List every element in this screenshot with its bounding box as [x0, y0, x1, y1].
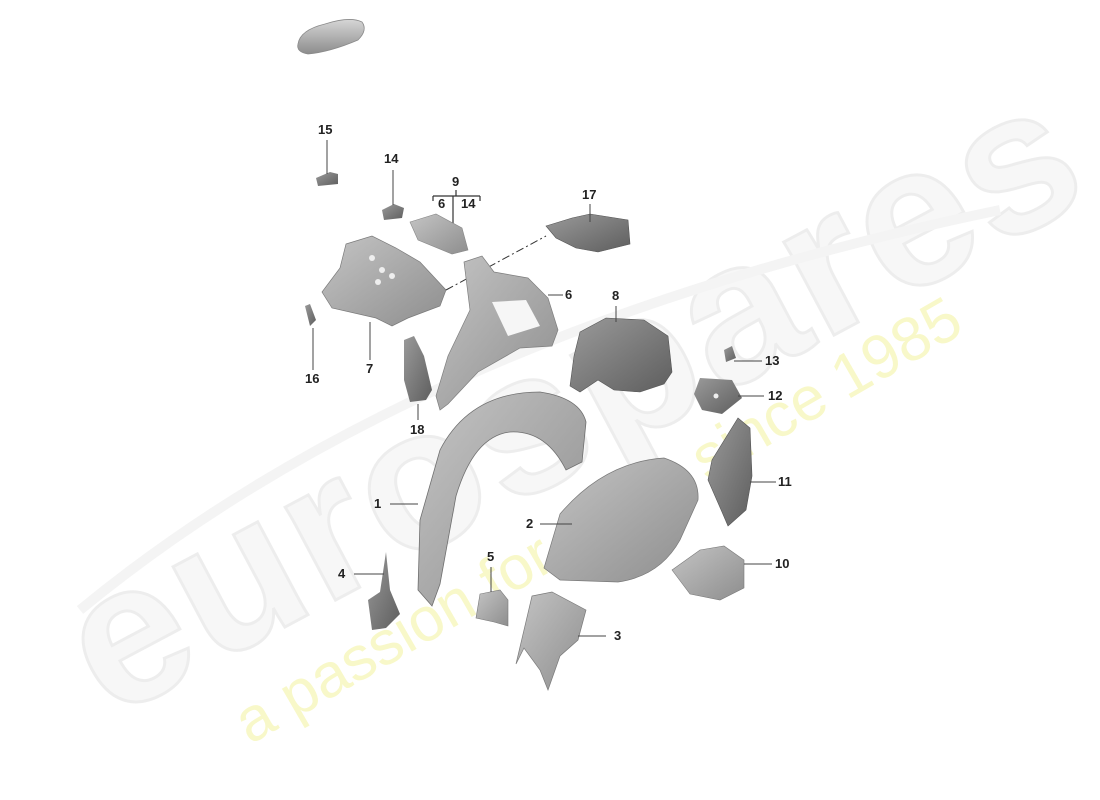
callout-10[interactable]: 10: [775, 556, 790, 571]
part-17[interactable]: [545, 204, 631, 253]
callout-13[interactable]: 13: [765, 353, 780, 368]
part-13[interactable]: [724, 346, 762, 362]
callout-18[interactable]: 18: [410, 422, 425, 437]
part-11[interactable]: [707, 417, 776, 527]
part-18[interactable]: [404, 336, 432, 420]
car-silhouette-icon: [297, 19, 365, 55]
callout-3[interactable]: 3: [614, 628, 622, 643]
part-12[interactable]: [694, 378, 764, 414]
part-14[interactable]: [382, 170, 404, 220]
part-9-panel[interactable]: [409, 213, 469, 255]
callout-1[interactable]: 1: [374, 496, 382, 511]
alignment-dash-line: [445, 235, 547, 291]
callout-17[interactable]: 17: [582, 187, 597, 202]
part-7[interactable]: [321, 235, 447, 360]
callout-4[interactable]: 4: [338, 566, 346, 581]
callout-7[interactable]: 7: [366, 361, 374, 376]
part-5[interactable]: [475, 567, 509, 627]
callout-11[interactable]: 11: [778, 474, 792, 489]
part-16[interactable]: [305, 304, 316, 370]
group-bracket-9: [432, 190, 481, 226]
callout-12[interactable]: 12: [768, 388, 783, 403]
callout-6[interactable]: 6: [565, 287, 573, 302]
callout-9-14[interactable]: 14: [461, 196, 476, 211]
part-8[interactable]: [569, 306, 673, 393]
part-3[interactable]: [515, 591, 606, 691]
callout-2[interactable]: 2: [526, 516, 534, 531]
callout-8[interactable]: 8: [612, 288, 620, 303]
part-15[interactable]: [316, 140, 338, 186]
callout-9-6[interactable]: 6: [438, 196, 446, 211]
part-10[interactable]: [671, 545, 772, 601]
callout-16[interactable]: 16: [305, 371, 320, 386]
part-4[interactable]: [354, 552, 400, 630]
callout-14[interactable]: 14: [384, 151, 399, 166]
callout-5[interactable]: 5: [487, 549, 495, 564]
part-2[interactable]: [540, 457, 699, 583]
part-6[interactable]: [435, 255, 563, 411]
callout-9[interactable]: 9: [452, 174, 460, 189]
callout-15[interactable]: 15: [318, 122, 333, 137]
part-1[interactable]: [390, 391, 587, 607]
